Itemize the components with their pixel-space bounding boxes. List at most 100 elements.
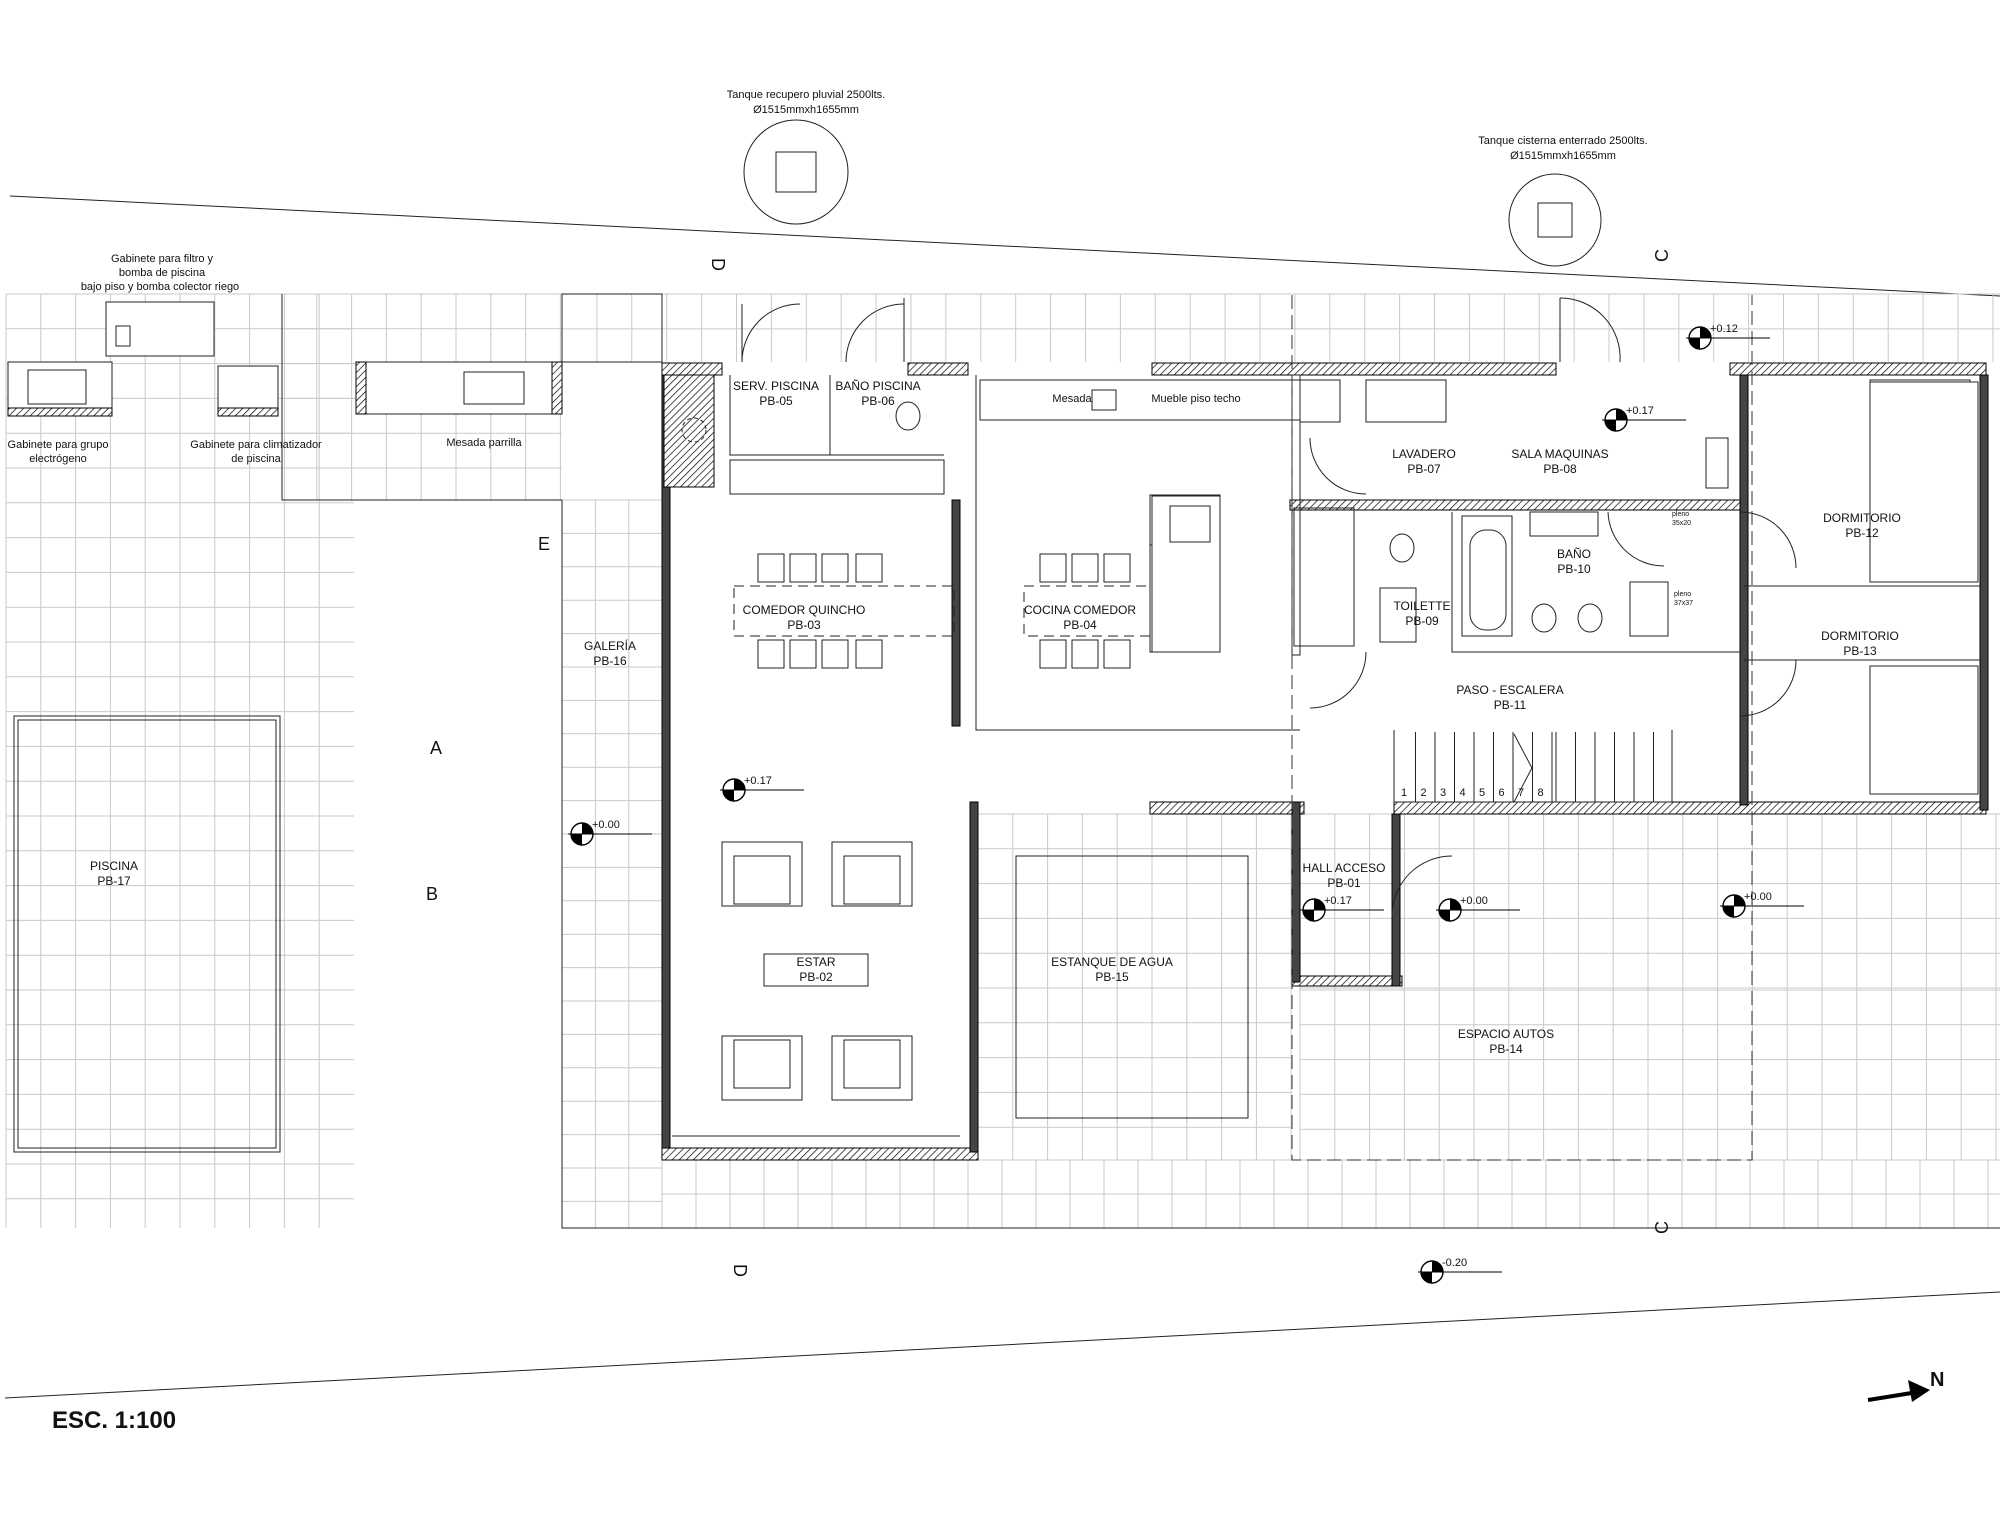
section-cut-mark: C — [1652, 1221, 1672, 1234]
svg-text:PB-10: PB-10 — [1557, 562, 1591, 576]
level-marker-icon: +0.00 — [1436, 895, 1520, 922]
section-cut-mark: E — [538, 534, 550, 554]
svg-text:+0.17: +0.17 — [1626, 405, 1654, 417]
svg-text:BAÑO: BAÑO — [1557, 547, 1591, 561]
section-cut-mark: B — [426, 884, 438, 904]
stair-step-number: 6 — [1498, 787, 1504, 799]
tank2-note-l1: Tanque cisterna enterrado 2500lts. — [1478, 135, 1647, 147]
armchairs — [721, 841, 913, 1101]
svg-text:COMEDOR QUINCHO: COMEDOR QUINCHO — [743, 603, 866, 617]
pleno2-l2: 37x37 — [1674, 600, 1693, 607]
svg-text:PB-07: PB-07 — [1407, 462, 1441, 476]
svg-text:ESPACIO AUTOS: ESPACIO AUTOS — [1458, 1027, 1554, 1041]
gen-note-l2: electrógeno — [29, 453, 87, 465]
svg-text:ESTAR: ESTAR — [796, 955, 835, 969]
section-cut-mark: C — [1652, 249, 1672, 262]
pool — [13, 715, 281, 1153]
mueble-label: Mueble piso techo — [1151, 393, 1240, 405]
svg-text:+0.17: +0.17 — [744, 775, 772, 787]
svg-text:BAÑO PISCINA: BAÑO PISCINA — [835, 379, 920, 393]
svg-text:PB-04: PB-04 — [1063, 618, 1097, 632]
tank1-note-l2: Ø1515mmxh1655mm — [753, 104, 859, 116]
north-label: N — [1930, 1369, 1944, 1391]
section-cut-mark: D — [708, 258, 728, 271]
svg-text:PB-12: PB-12 — [1845, 526, 1879, 540]
svg-text:ESTANQUE DE AGUA: ESTANQUE DE AGUA — [1051, 955, 1173, 969]
chair — [789, 639, 817, 669]
kitchen-island — [1151, 495, 1221, 653]
site-boundary-top — [9, 195, 2000, 297]
stair-step-number: 1 — [1401, 787, 1407, 799]
svg-text:SERV. PISCINA: SERV. PISCINA — [733, 379, 819, 393]
level-marker-icon: +0.17 — [1602, 405, 1686, 432]
quincho-table — [733, 585, 955, 637]
rain-tank — [743, 119, 849, 225]
estar-label-box — [763, 953, 869, 987]
svg-text:LAVADERO: LAVADERO — [1392, 447, 1456, 461]
pleno1-l2: 35x20 — [1672, 520, 1691, 527]
kitchen-table — [1023, 585, 1151, 637]
filter-note-l3: bajo piso y bomba colector riego — [81, 281, 239, 293]
mesada-label: Mesada — [1052, 393, 1092, 405]
chair — [1039, 639, 1067, 669]
gen-note-l1: Gabinete para grupo — [8, 439, 109, 451]
svg-text:SALA MAQUINAS: SALA MAQUINAS — [1511, 447, 1608, 461]
water-pond — [1015, 855, 1249, 1119]
chair — [1039, 553, 1067, 583]
svg-text:PB-01: PB-01 — [1327, 876, 1361, 890]
svg-text:PB-15: PB-15 — [1095, 970, 1129, 984]
tank2-note-l2: Ø1515mmxh1655mm — [1510, 150, 1616, 162]
svg-text:PB-14: PB-14 — [1489, 1042, 1523, 1056]
stair-step-number: 5 — [1479, 787, 1485, 799]
clim-note-l1: Gabinete para climatizador — [190, 439, 322, 451]
section-cut-mark: D — [730, 1264, 750, 1277]
svg-text:+0.12: +0.12 — [1710, 323, 1738, 335]
chair — [1071, 553, 1099, 583]
chair — [757, 553, 785, 583]
cistern-tank — [1508, 173, 1602, 267]
chair — [1103, 553, 1131, 583]
svg-text:GALERÍA: GALERÍA — [584, 638, 636, 653]
doors — [741, 297, 1797, 917]
pleno2-l1: pleno — [1674, 591, 1691, 598]
svg-text:-0.20: -0.20 — [1442, 1257, 1467, 1269]
svg-text:PB-09: PB-09 — [1405, 614, 1439, 628]
svg-text:COCINA COMEDOR: COCINA COMEDOR — [1024, 603, 1136, 617]
level-marker-icon: +0.12 — [1686, 323, 1770, 350]
walls — [661, 362, 1989, 1161]
svg-text:PB-02: PB-02 — [799, 970, 833, 984]
carport-outline — [1291, 295, 1753, 1161]
level-marker-icon: -0.20 — [1418, 1257, 1502, 1284]
svg-text:HALL ACCESO: HALL ACCESO — [1303, 861, 1386, 875]
chair — [789, 553, 817, 583]
svg-text:TOILETTE: TOILETTE — [1393, 599, 1450, 613]
chair — [1103, 639, 1131, 669]
filter-cabinet — [105, 301, 215, 357]
svg-text:PB-11: PB-11 — [1494, 698, 1527, 712]
section-cut-mark: A — [430, 738, 442, 758]
svg-text:PB-03: PB-03 — [787, 618, 821, 632]
level-marker-icon: +0.17 — [1300, 895, 1384, 922]
paving-grid — [5, 293, 2000, 1229]
grill-counter — [355, 361, 561, 415]
pleno1-l1: pleno — [1672, 511, 1689, 518]
chair — [757, 639, 785, 669]
svg-text:PASO - ESCALERA: PASO - ESCALERA — [1456, 683, 1563, 697]
stair-step-number: 3 — [1440, 787, 1446, 799]
stair-step-number: 2 — [1420, 787, 1426, 799]
stair-hatch — [663, 374, 715, 488]
